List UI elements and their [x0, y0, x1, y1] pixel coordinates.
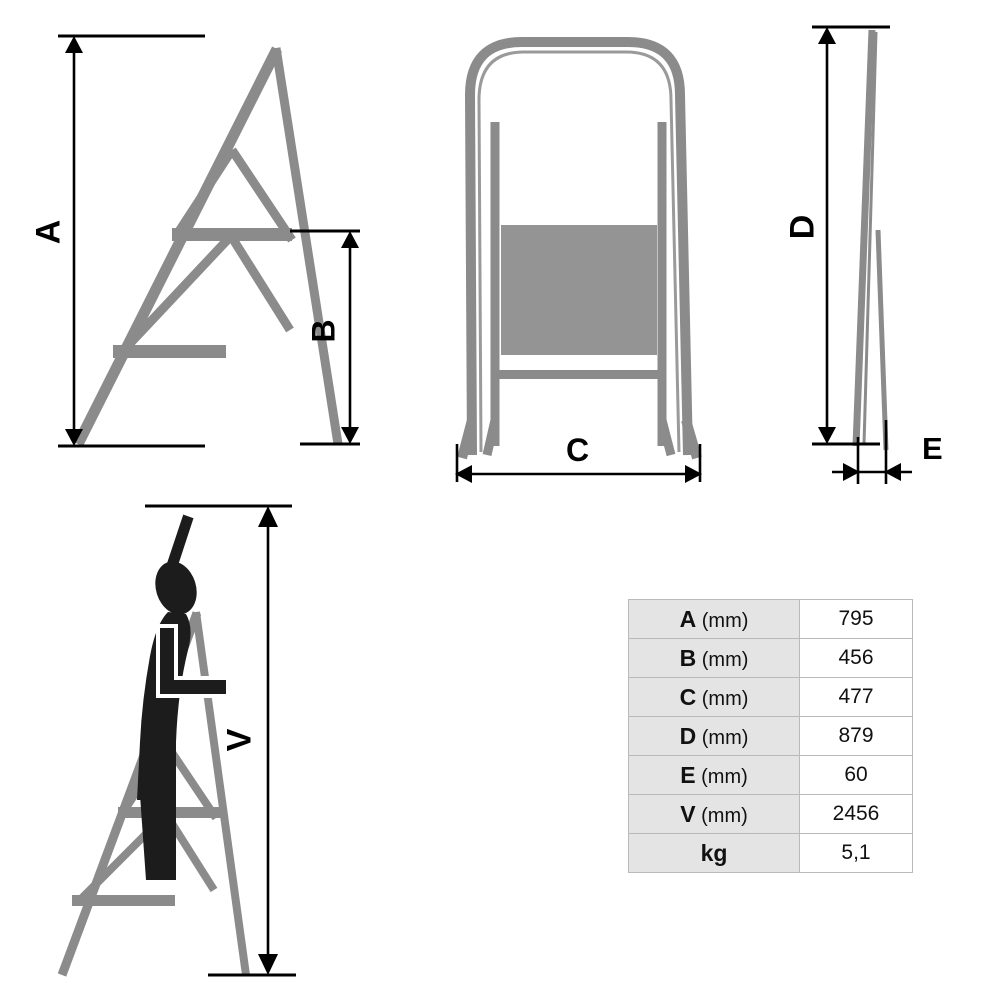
spec-symbol: C: [679, 683, 697, 710]
side-view-folded-ladder: [812, 25, 912, 484]
spec-unit: (mm): [701, 648, 749, 671]
bottom-rail: [495, 370, 663, 379]
table-row: V (mm)2456: [628, 794, 913, 834]
spec-symbol: E: [680, 761, 696, 788]
spec-label-cell: B (mm): [628, 638, 800, 678]
spec-label-cell: E (mm): [628, 755, 800, 795]
dimension-label-b: B: [305, 319, 342, 343]
dimension-label-v: V: [220, 728, 259, 752]
side-view-open-ladder: [58, 34, 360, 448]
spec-unit: (mm): [701, 687, 749, 710]
spec-label-cell: D (mm): [628, 716, 800, 756]
spec-unit: (mm): [701, 609, 749, 632]
table-row: A (mm)795: [628, 599, 913, 639]
folded-stile-rear: [875, 229, 889, 451]
reach-rear-leg: [192, 611, 250, 976]
arrow-e-right: [884, 463, 901, 481]
person-resting-arm: [156, 624, 230, 698]
mid-brace-right: [227, 233, 294, 333]
arrow-b-top: [341, 231, 359, 248]
upper-brace-left: [172, 147, 236, 239]
spec-symbol: A: [679, 605, 697, 632]
spec-symbol: D: [679, 722, 697, 749]
dimension-label-c: C: [566, 432, 590, 468]
spec-value-cell: 477: [799, 677, 913, 717]
table-row: kg 5,1: [628, 833, 913, 873]
foot-inner-left: [482, 418, 500, 457]
handle-frame-highlight: [477, 50, 681, 453]
spec-value-cell: 879: [799, 716, 913, 756]
foot-outer-left: [457, 418, 477, 460]
table-row: C (mm)477: [628, 677, 913, 717]
handle-frame: [465, 37, 693, 456]
reach-height-view: [57, 504, 296, 977]
top-tread: [172, 228, 292, 241]
spec-symbol: V: [680, 800, 696, 827]
mid-brace-left: [118, 232, 235, 356]
arrow-a-bottom: [65, 429, 83, 446]
arrow-v-top: [258, 506, 278, 527]
lower-tread: [113, 345, 226, 358]
arrow-d-top: [818, 27, 836, 44]
spec-symbol: B: [679, 644, 697, 671]
spec-value-cell: 456: [799, 638, 913, 678]
spec-unit: (mm): [701, 804, 748, 827]
person-figure: [137, 509, 230, 880]
arrow-v-bottom: [258, 954, 278, 975]
spec-value-cell: 60: [799, 755, 913, 795]
person-leg: [140, 795, 176, 880]
folded-stile-front: [852, 29, 876, 447]
folded-stile-front-edge: [862, 31, 878, 445]
arrow-c-right: [685, 465, 702, 483]
dimension-label-d: D: [783, 214, 822, 240]
step-panel: [501, 225, 657, 355]
spec-symbol: kg: [700, 839, 728, 866]
spec-unit: (mm): [701, 765, 748, 788]
spec-label-cell: A (mm): [628, 599, 800, 639]
spec-value-cell: 2456: [799, 794, 913, 834]
foot-inner-right: [657, 418, 676, 457]
dimension-label-e: E: [922, 431, 943, 466]
arrow-d-bottom: [818, 427, 836, 444]
spec-label-cell: C (mm): [628, 677, 800, 717]
foot-outer-right: [681, 418, 702, 460]
spec-unit: (mm): [701, 726, 749, 749]
arrow-b-bottom: [341, 427, 359, 444]
spec-label-cell: V (mm): [628, 794, 800, 834]
spec-value-cell: 795: [799, 599, 913, 639]
spec-value-cell: 5,1: [799, 833, 913, 873]
table-row: D (mm)879: [628, 716, 913, 756]
person-head: [155, 561, 197, 615]
front-view-ladder: [455, 37, 702, 483]
table-row: E (mm)60: [628, 755, 913, 795]
table-row: B (mm)456: [628, 638, 913, 678]
rear-leg: [271, 47, 343, 445]
spec-label-cell: kg: [628, 833, 800, 873]
arrow-e-left: [843, 463, 860, 481]
arrow-a-top: [65, 36, 83, 53]
arrow-c-left: [455, 465, 472, 483]
upper-brace: [228, 147, 296, 243]
dimension-label-a: A: [29, 219, 68, 245]
front-stile: [73, 46, 282, 447]
reach-lower-tread: [72, 895, 175, 906]
